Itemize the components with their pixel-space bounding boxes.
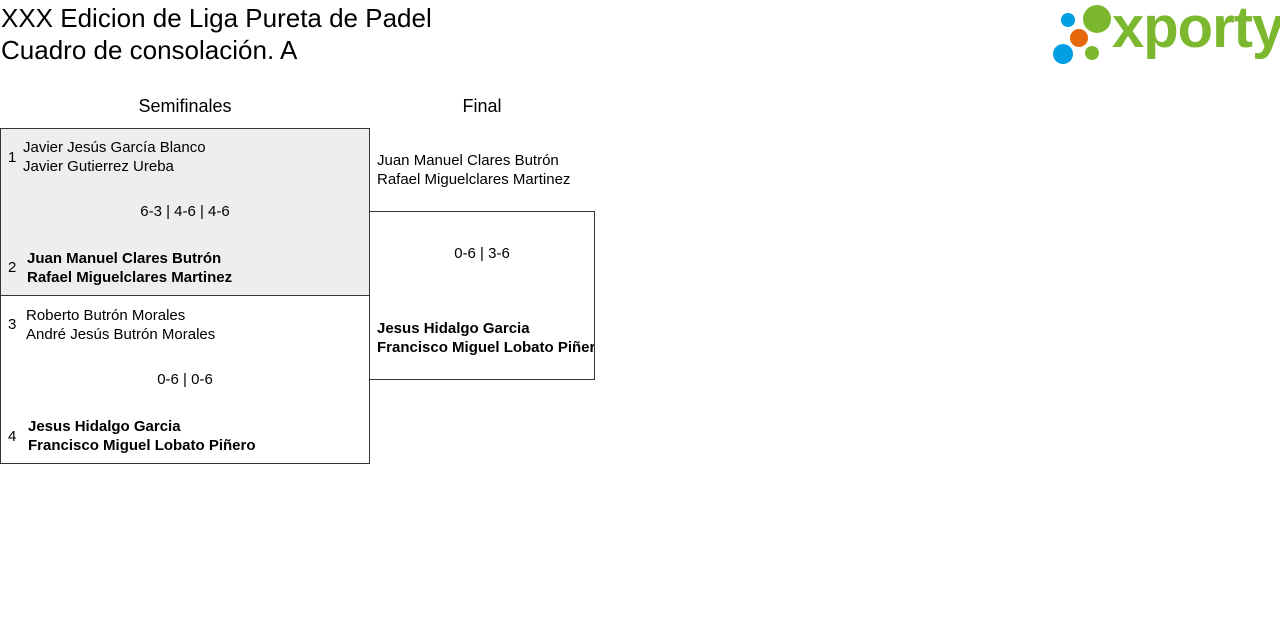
player-name: Juan Manuel Clares Butrón (27, 250, 222, 267)
player-name: Jesus Hidalgo Garcia (377, 320, 530, 337)
logo-dot-icon (1083, 5, 1111, 33)
logo-dot-icon (1085, 46, 1099, 60)
player-name: Francisco Miguel Lobato Piñero (377, 339, 595, 356)
logo-dot-icon (1053, 44, 1073, 64)
player-name: Javier Jesús García Blanco (23, 139, 206, 156)
seed-number: 1 (8, 149, 17, 166)
title-line-1: XXX Edicion de Liga Pureta de Padel (1, 3, 432, 33)
player-name: Jesus Hidalgo Garcia (28, 418, 181, 435)
logo-dot-icon (1061, 13, 1075, 27)
player-name: Javier Gutierrez Ureba (23, 158, 174, 175)
player-name: Rafael Miguelclares Martinez (27, 269, 233, 286)
match-score: 6-3 | 4-6 | 4-6 (140, 203, 230, 220)
player-name: Juan Manuel Clares Butrón (377, 152, 559, 169)
seed-number: 4 (8, 428, 17, 445)
player-name: Rafael Miguelclares Martinez (377, 171, 571, 188)
seed-number: 3 (8, 316, 17, 333)
match-score: 0-6 | 0-6 (157, 371, 213, 388)
player-name: Roberto Butrón Morales (26, 307, 186, 324)
round-header-semifinales: Semifinales (138, 96, 232, 116)
title-line-2: Cuadro de consolación. A (1, 35, 298, 65)
player-name: André Jesús Butrón Morales (26, 326, 216, 343)
seed-number: 2 (8, 259, 17, 276)
logo-text: xporty (1112, 0, 1280, 60)
logo-dot-icon (1070, 29, 1088, 47)
player-name: Francisco Miguel Lobato Piñero (28, 437, 256, 454)
round-header-final: Final (462, 96, 502, 116)
match-score: 0-6 | 3-6 (454, 245, 510, 262)
